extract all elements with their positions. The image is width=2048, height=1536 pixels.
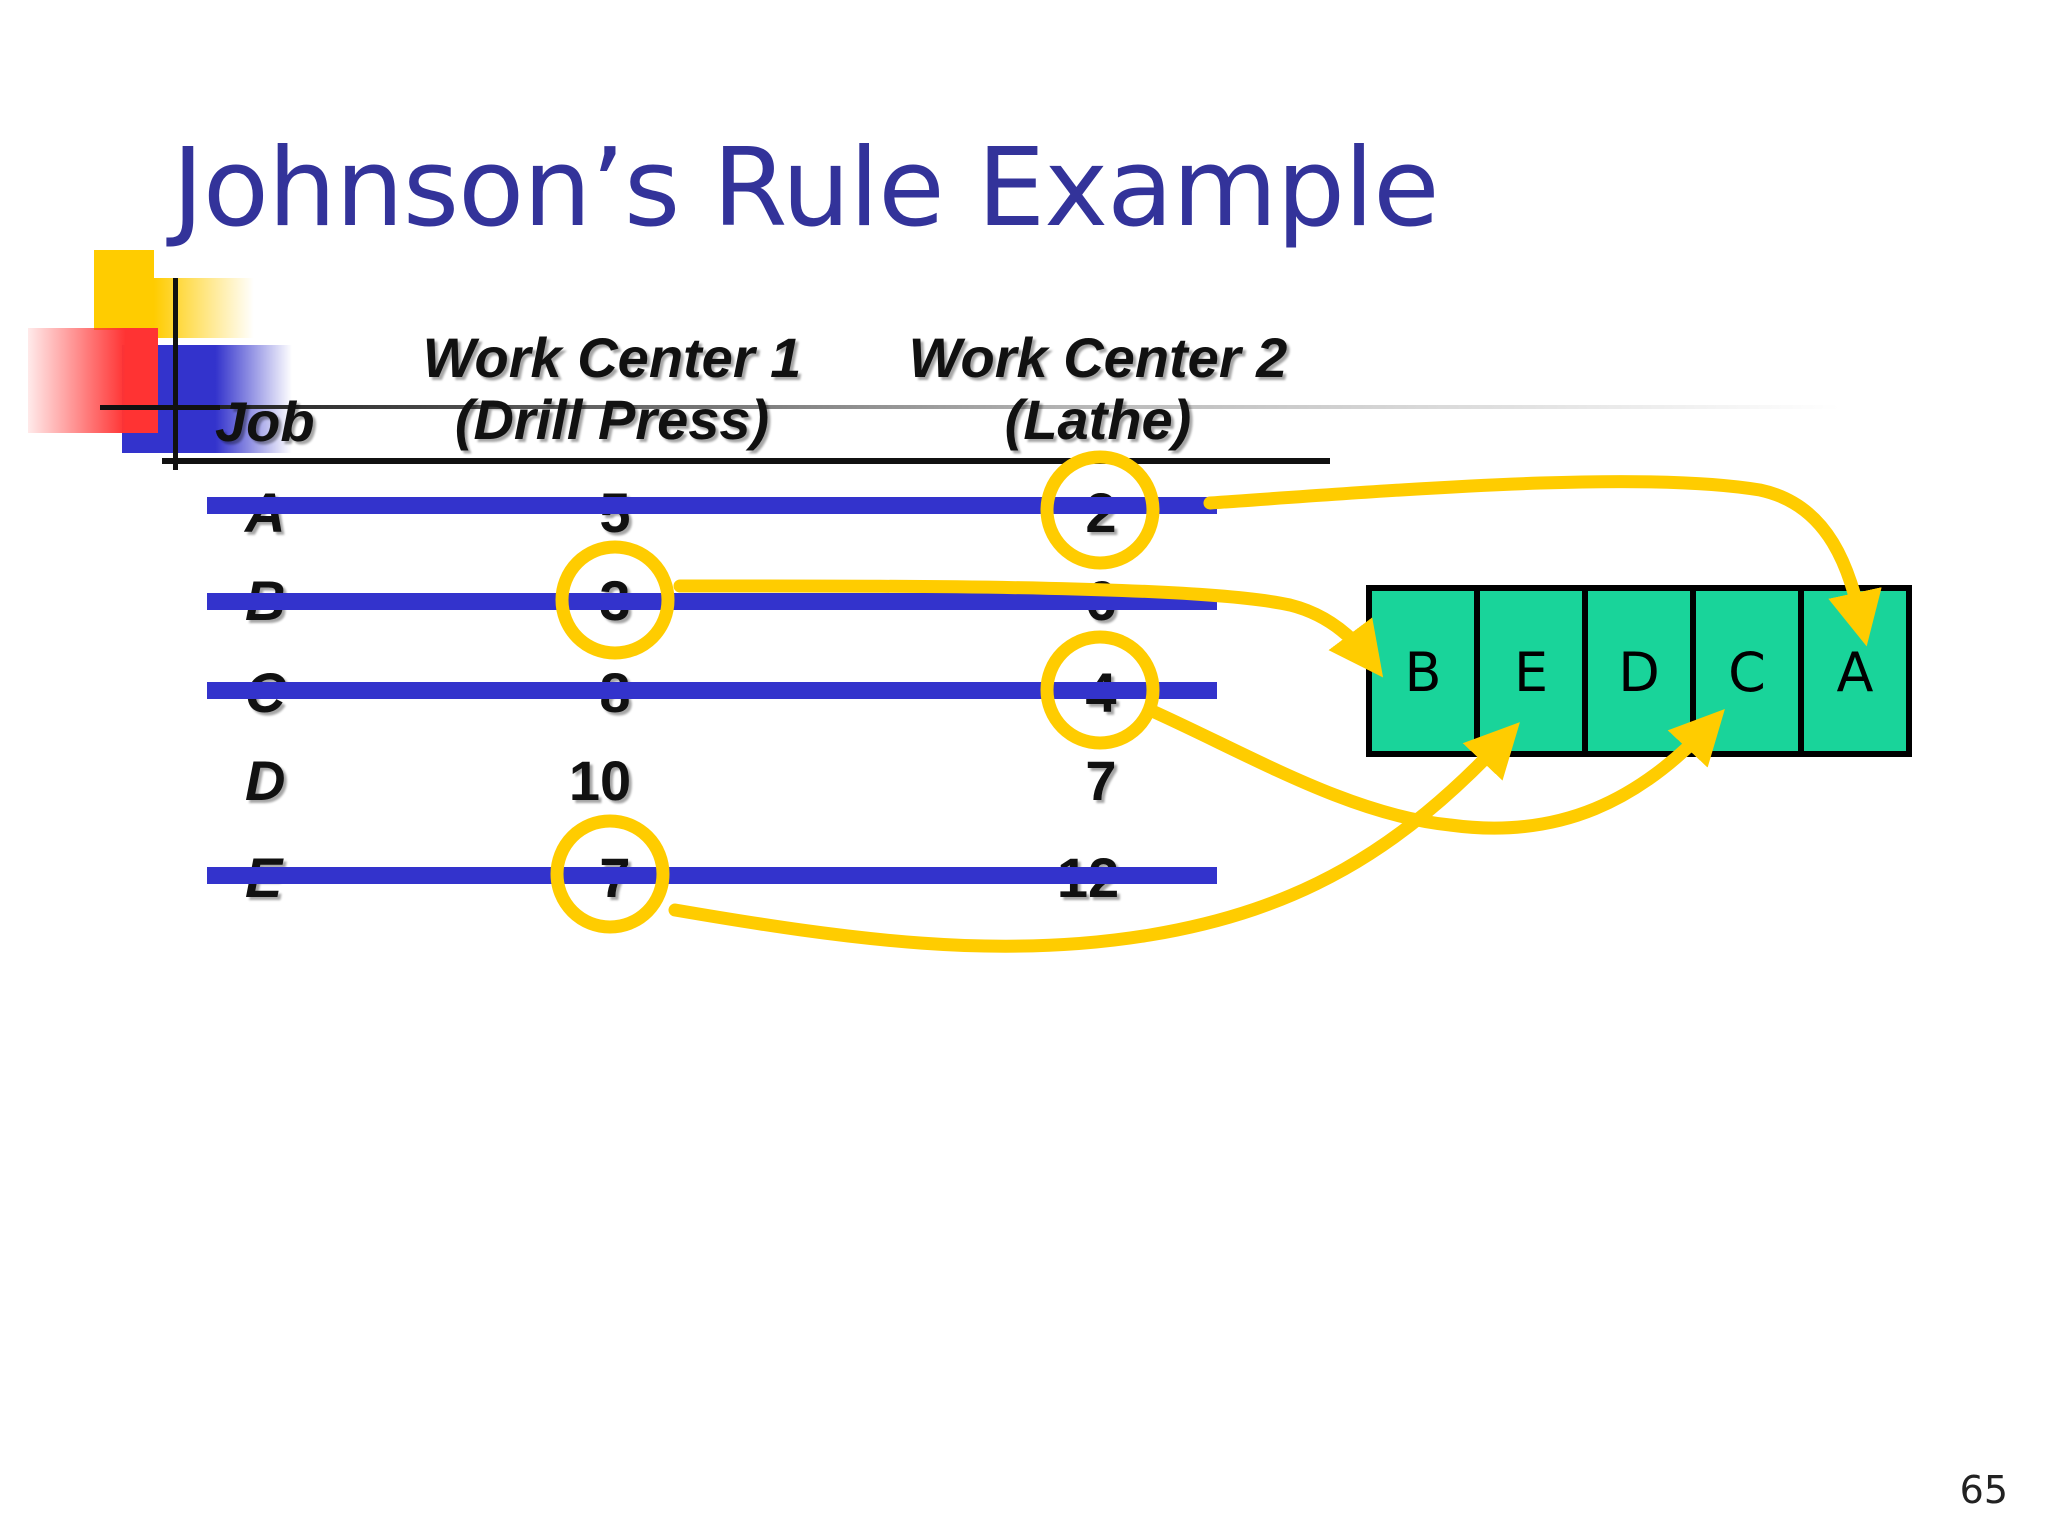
deco-vertical-rule [173, 278, 178, 470]
deco-gradient-line [220, 405, 1840, 409]
deco-yellow-square [94, 250, 154, 330]
sequence-slot-3: D [1588, 591, 1690, 751]
row-d-wc2: 7 [1085, 749, 1117, 812]
row-e-strikethrough [207, 867, 1217, 884]
sequence-box: B E D C A [1366, 585, 1912, 757]
header-wc2-line2: (Lathe) [1004, 388, 1192, 451]
row-a-strikethrough [207, 497, 1217, 514]
sequence-slot-2: E [1480, 591, 1582, 751]
header-wc1-line2: (Drill Press) [454, 388, 770, 451]
sequence-slot-4: C [1696, 591, 1798, 751]
deco-red-square [28, 328, 158, 433]
page-number: 65 [1959, 1468, 2008, 1512]
sequence-slot-1: B [1372, 591, 1474, 751]
row-b-strikethrough [207, 593, 1217, 610]
header-wc2-line1: Work Center 2 [908, 326, 1288, 389]
row-c-strikethrough [207, 682, 1217, 699]
row-d-job: D [245, 749, 286, 812]
header-job: Job [215, 390, 315, 453]
deco-yellow-fade [154, 278, 254, 338]
header-underline [162, 458, 1330, 464]
slide-title: Johnson’s Rule Example [172, 126, 1440, 251]
row-d-wc1: 10 [568, 749, 632, 812]
header-wc1-line1: Work Center 1 [422, 326, 802, 389]
deco-horizontal-rule [100, 405, 220, 410]
sequence-slot-5: A [1804, 591, 1906, 751]
